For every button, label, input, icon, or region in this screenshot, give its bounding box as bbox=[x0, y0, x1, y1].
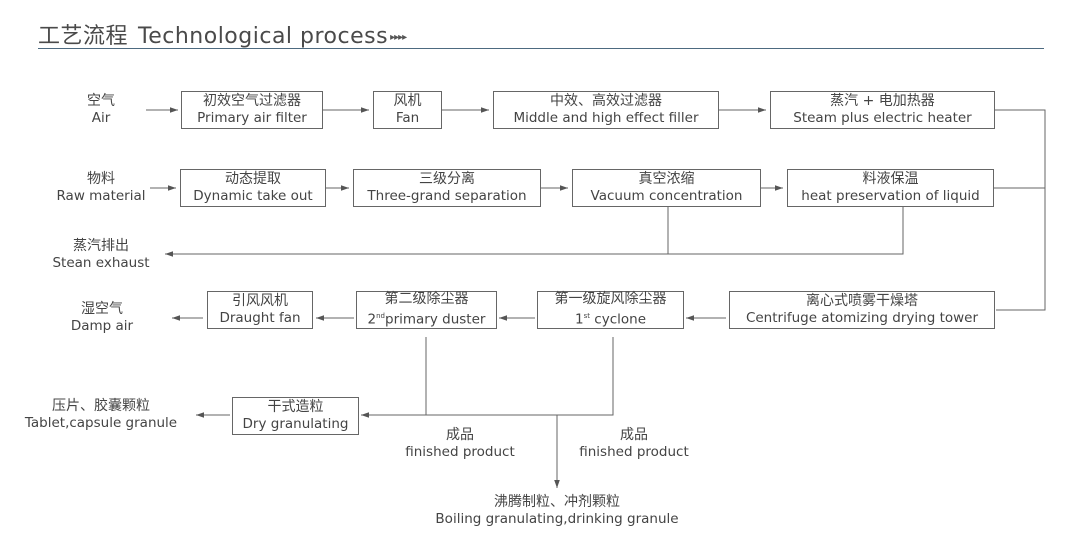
title-arrows-icon: ▸▸▸▸ bbox=[390, 32, 407, 43]
label-steam-exhaust: 蒸汽排出 Stean exhaust bbox=[52, 238, 150, 271]
label-finished-product-left: 成品 finished product bbox=[405, 427, 515, 460]
label-damp-air: 湿空气 Damp air bbox=[70, 301, 134, 334]
line-heat-down bbox=[668, 206, 904, 255]
box-second-primary-duster: 第二级除尘器 2ndprimary duster bbox=[356, 291, 497, 329]
title-en: Technological process bbox=[138, 24, 389, 49]
label-finished-product-right: 成品 finished product bbox=[579, 427, 689, 460]
box-drying-tower: 离心式喷雾干燥塔 Centrifuge atomizing drying tow… bbox=[729, 291, 995, 329]
box-fan: 风机 Fan bbox=[373, 91, 442, 129]
box-first-cyclone: 第一级旋风除尘器 1st cyclone bbox=[537, 291, 684, 329]
label-boiling-granulating: 沸腾制粒、冲剂颗粒 Boiling granulating,drinking g… bbox=[435, 494, 679, 527]
box-dynamic-take-out: 动态提取 Dynamic take out bbox=[180, 169, 326, 207]
box-vacuum-concentration: 真空浓缩 Vacuum concentration bbox=[572, 169, 761, 207]
box-heat-preservation: 料液保温 heat preservation of liquid bbox=[787, 169, 994, 207]
title-cn: 工艺流程 bbox=[38, 24, 129, 49]
label-tablet-capsule: 压片、胶囊颗粒 Tablet,capsule granule bbox=[24, 398, 178, 431]
box-dry-granulating: 干式造粒 Dry granulating bbox=[232, 397, 359, 435]
box-draught-fan: 引风风机 Draught fan bbox=[207, 291, 313, 329]
label-air: 空气 Air bbox=[87, 93, 115, 126]
box-primary-air-filter: 初效空气过滤器 Primary air filter bbox=[181, 91, 323, 129]
line-heater-to-tower bbox=[995, 109, 1046, 311]
box-middle-high-filter: 中效、高效过滤器 Middle and high effect filler bbox=[493, 91, 719, 129]
line-cyclone-down bbox=[557, 337, 614, 416]
page-title: 工艺流程 Technological process▸▸▸▸ bbox=[38, 18, 407, 50]
label-raw-material: 物料 Raw material bbox=[56, 171, 146, 204]
title-divider bbox=[38, 48, 1044, 49]
box-three-grand-separation: 三级分离 Three-grand separation bbox=[353, 169, 541, 207]
box-steam-electric-heater: 蒸汽 + 电加热器 Steam plus electric heater bbox=[770, 91, 995, 129]
